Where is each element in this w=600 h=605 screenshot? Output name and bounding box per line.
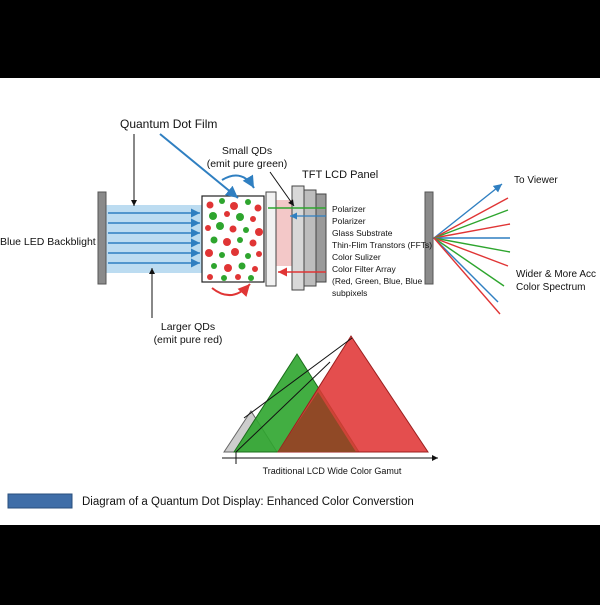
red-quantum-dot — [205, 225, 211, 231]
red-quantum-dot — [205, 249, 213, 257]
blue-led-label: Blue LED Backblight — [0, 236, 96, 248]
gamut-axis-label: Traditional LCD Wide Color Gamut — [263, 466, 402, 476]
qd-film-callout-right — [159, 133, 239, 199]
red-quantum-dot — [255, 228, 263, 236]
tft-layer-2 — [291, 185, 305, 291]
blue-light-rays — [108, 208, 200, 268]
green-quantum-dot — [211, 263, 217, 269]
layer-label: Color Filter Array — [332, 264, 397, 274]
green-quantum-dot — [237, 237, 243, 243]
red-quantum-dot — [224, 211, 230, 217]
layer-label: Polarizer — [332, 216, 366, 226]
gamut-guide-1 — [235, 361, 331, 453]
red-quantum-dot — [223, 238, 231, 246]
green-quantum-dot — [221, 275, 227, 281]
small-qd-callout — [269, 171, 295, 207]
green-quantum-dot — [210, 236, 218, 244]
layer-label: (Red, Green, Blue, Blue — [332, 276, 423, 286]
red-quantum-dot — [206, 201, 214, 209]
red-quantum-dot — [224, 264, 232, 272]
tft-panel-label: TFT LCD Panel — [302, 169, 378, 181]
red-quantum-dot — [254, 204, 262, 212]
backlight-glow — [106, 205, 202, 273]
to-viewer-label: To Viewer — [514, 175, 558, 186]
green-quantum-dot — [245, 253, 251, 259]
red-quantum-dot — [256, 251, 262, 257]
small-qds-label: Small QDs — [222, 145, 272, 157]
layer-label: Glass Substrate — [332, 228, 393, 238]
tft-layer-4 — [315, 193, 327, 283]
green-quantum-dot — [216, 222, 224, 230]
green-quantum-dot — [209, 212, 217, 220]
legend-text: Diagram of a Quantum Dot Display: Enhanc… — [82, 496, 414, 508]
red-quantum-dot — [207, 274, 213, 280]
quantum-dots — [205, 198, 263, 281]
red-quantum-dot — [249, 239, 257, 247]
green-quantum-dot — [219, 252, 225, 258]
wider-spectrum-label: Wider & More Acc — [516, 269, 596, 280]
spectrum-rays — [433, 183, 511, 315]
large-qd-curve-arrow — [211, 283, 251, 297]
gamut-guide-2 — [243, 337, 353, 419]
layer-label: subpixels — [332, 288, 367, 298]
red-quantum-dot — [252, 266, 258, 272]
small-qds-sub-label: (emit pure green) — [207, 158, 288, 170]
color-gamut-triangles — [223, 335, 429, 453]
green-quantum-dot — [236, 213, 244, 221]
green-quantum-dot — [248, 275, 254, 281]
layer-labels: Polarizer Polarizer Glass Substrate Thin… — [332, 204, 432, 298]
green-quantum-dot — [238, 262, 246, 270]
red-quantum-dot — [230, 202, 238, 210]
color-spectrum-label: Color Spectrum — [516, 282, 585, 293]
red-quantum-dot — [231, 248, 239, 256]
larger-qds-sub-label: (emit pure red) — [154, 334, 223, 346]
green-quantum-dot — [219, 198, 225, 204]
layer-label: Polarizer — [332, 204, 366, 214]
green-quantum-dot — [243, 227, 249, 233]
blue-led-plate — [97, 191, 107, 285]
legend-swatch — [7, 493, 73, 509]
layer-label: Thin-Flim Transtors (FFTs) — [332, 240, 432, 250]
tft-layer-1 — [265, 191, 277, 287]
overlap-gamut — [278, 392, 356, 452]
red-quantum-dot — [229, 225, 237, 233]
quantum-dot-film-label: Quantum Dot Film — [120, 117, 217, 131]
layer-label: Color Sulizer — [332, 252, 381, 262]
larger-qds-label: Larger QDs — [161, 321, 215, 333]
small-qd-curve-arrow — [221, 174, 255, 189]
red-quantum-dot — [250, 216, 256, 222]
green-quantum-dot — [245, 199, 251, 205]
viewer-plate — [424, 191, 434, 285]
red-quantum-dot — [235, 274, 241, 280]
